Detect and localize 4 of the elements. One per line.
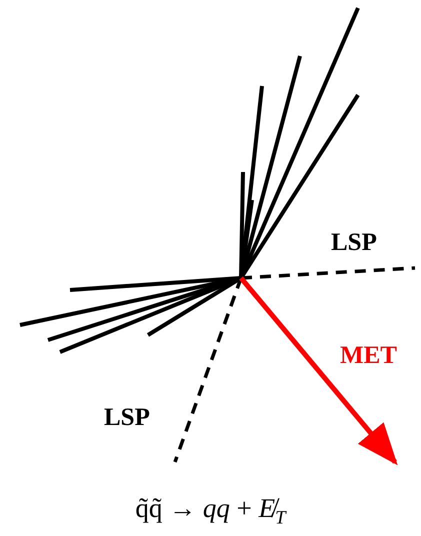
particle-label: MET — [340, 343, 397, 368]
particle-label: LSP — [331, 230, 377, 255]
particle-label: LSP — [104, 405, 150, 430]
caption: q̃q̃ → qq + E̸$_{T}$ — [134, 492, 288, 530]
